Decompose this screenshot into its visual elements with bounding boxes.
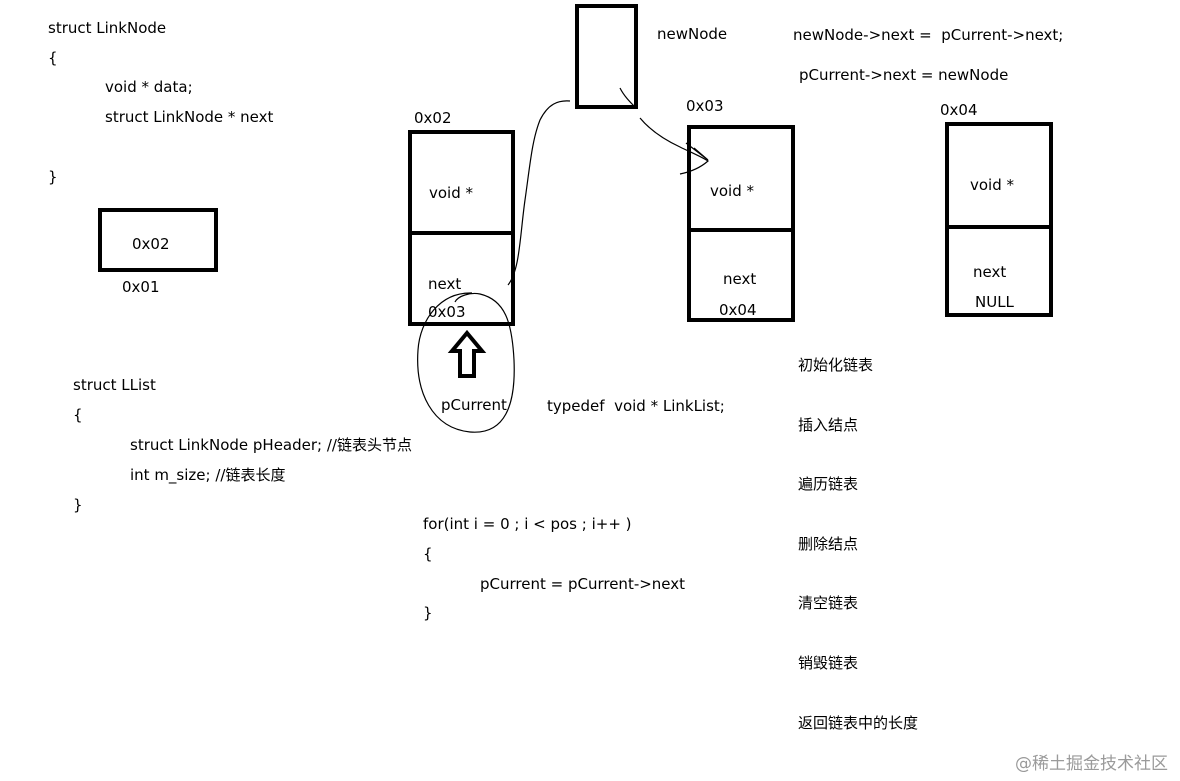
code-line: void * data; [105, 78, 193, 96]
node-b-next-value: 0x04 [719, 301, 757, 319]
head-pointer-box: 0x02 [98, 208, 218, 272]
node-c-next-value: NULL [975, 293, 1014, 311]
code-line: struct LinkNode * next [105, 108, 274, 126]
node-b-address: 0x03 [686, 97, 724, 115]
new-node-label: newNode [657, 25, 728, 43]
operation-item: 销毁链表 [798, 654, 859, 672]
node-b-next-label: next [723, 270, 757, 288]
node-b-data-label: void * [710, 182, 755, 200]
operation-item: 初始化链表 [798, 356, 874, 374]
code-line: } [423, 604, 433, 622]
up-arrow-icon [447, 329, 487, 378]
operation-item: 清空链表 [798, 594, 859, 612]
node-a-next-value: 0x03 [428, 303, 466, 321]
operation-item: 返回链表中的长度 [798, 714, 919, 732]
code-line: { [48, 49, 58, 67]
node-b-next-cell: next 0x04 [691, 228, 791, 322]
watermark: @稀土掘金技术社区 [1015, 754, 1168, 774]
code-line: { [423, 545, 433, 563]
new-node-box [575, 4, 638, 109]
operation-item: 插入结点 [798, 416, 859, 434]
link-a-to-new [507, 100, 571, 286]
node-c-next-label: next [973, 263, 1007, 281]
insert-code-line: newNode->next = pCurrent->next; [793, 26, 1064, 44]
operation-item: 删除结点 [798, 535, 859, 553]
node-a-data-cell: void * [412, 134, 511, 234]
typedef-line: typedef void * LinkList; [547, 397, 725, 415]
node-c-address: 0x04 [940, 101, 978, 119]
node-a-next-cell: next 0x03 [412, 231, 511, 326]
node-a-address: 0x02 [414, 109, 452, 127]
node-c-data-cell: void * [949, 126, 1049, 228]
node-c: void * next NULL [945, 122, 1053, 317]
node-b: void * next 0x04 [687, 125, 795, 322]
head-pointer-value: 0x02 [132, 235, 170, 253]
code-line: struct LList [73, 376, 156, 394]
code-line: } [73, 496, 83, 514]
code-line: struct LinkNode [48, 19, 167, 37]
code-line: } [48, 168, 58, 186]
code-line: int m_size; //链表长度 [130, 466, 286, 484]
node-c-next-cell: next NULL [949, 225, 1049, 317]
code-line: struct LinkNode pHeader; //链表头节点 [130, 436, 412, 454]
insert-code-line: pCurrent->next = newNode [799, 66, 1009, 84]
head-pointer-address: 0x01 [122, 278, 160, 296]
operation-item: 遍历链表 [798, 475, 859, 493]
node-a-data-label: void * [429, 184, 474, 202]
code-line: { [73, 406, 83, 424]
node-a: void * next 0x03 [408, 130, 515, 326]
code-line: for(int i = 0 ; i < pos ; i++ ) [423, 515, 632, 533]
node-a-next-label: next [428, 275, 462, 293]
code-line: pCurrent = pCurrent->next [480, 575, 686, 593]
node-b-data-cell: void * [691, 129, 791, 231]
pcurrent-label: pCurrent [441, 396, 507, 414]
node-c-data-label: void * [970, 176, 1015, 194]
